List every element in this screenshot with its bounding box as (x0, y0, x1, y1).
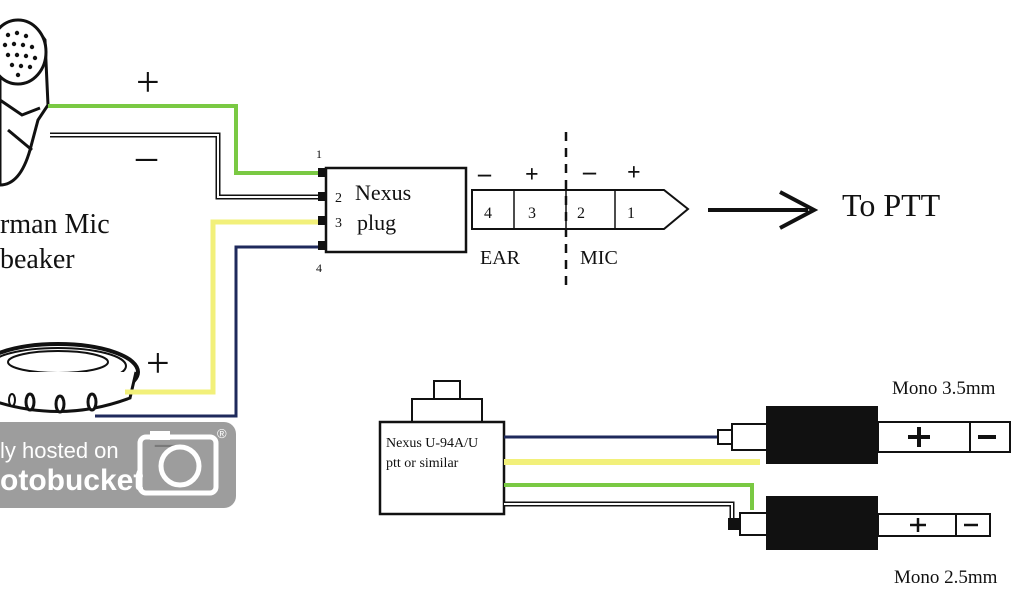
mic-plus-sign: + (136, 60, 160, 106)
plug-pin-4: 4 (316, 261, 322, 275)
jack-sign-ear-plus: + (525, 162, 539, 188)
watermark-line1: ly hosted on (0, 438, 119, 463)
ptt-label-line1: Nexus U-94A/U (386, 436, 478, 451)
ptt-box (378, 380, 506, 516)
mono-35-label: Mono 3.5mm (892, 378, 996, 399)
speaker-icon (0, 342, 140, 414)
mono-25-label: Mono 2.5mm (894, 567, 998, 588)
mic-minus-sign: – (135, 134, 158, 180)
jack-sign-mic-plus: + (627, 160, 641, 186)
watermark (0, 422, 236, 508)
plug-pin-2: 2 (335, 191, 342, 206)
watermark-line2: otobucket (0, 464, 143, 497)
ptt-label-line2: ptt or similar (386, 456, 459, 471)
plug-pin-3: 3 (335, 216, 342, 231)
watermark-reg-mark: ® (217, 426, 227, 441)
jack-segment-1: 1 (627, 205, 635, 222)
ptt-wires (504, 435, 760, 520)
plug-name-line1: Nexus (355, 180, 411, 205)
mic-label: MIC (580, 247, 618, 269)
jack-segment-4: 4 (484, 205, 492, 222)
mono-25-plug (728, 496, 991, 550)
to-ptt-label: To PTT (842, 187, 941, 223)
speaker-plus-sign: + (146, 341, 170, 387)
arrow-icon (708, 190, 819, 230)
mic-label-line2: beaker (0, 244, 75, 275)
jack-segment-3: 3 (528, 205, 536, 222)
microphone-icon (0, 18, 50, 187)
mono-35-plug (717, 406, 1011, 464)
plug-name-line2: plug (357, 210, 396, 235)
jack-sign-ear-minus: – (477, 159, 492, 188)
plug-pin-1: 1 (316, 147, 322, 161)
camera-icon (137, 431, 219, 496)
jack-segment-2: 2 (577, 205, 585, 222)
nexus-plug (318, 166, 468, 254)
jack-sign-mic-minus: – (582, 157, 597, 186)
four-pole-jack (471, 132, 690, 288)
headset-wires (48, 104, 318, 418)
mic-label-line1: rman Mic (0, 209, 110, 240)
ear-label: EAR (480, 247, 521, 269)
